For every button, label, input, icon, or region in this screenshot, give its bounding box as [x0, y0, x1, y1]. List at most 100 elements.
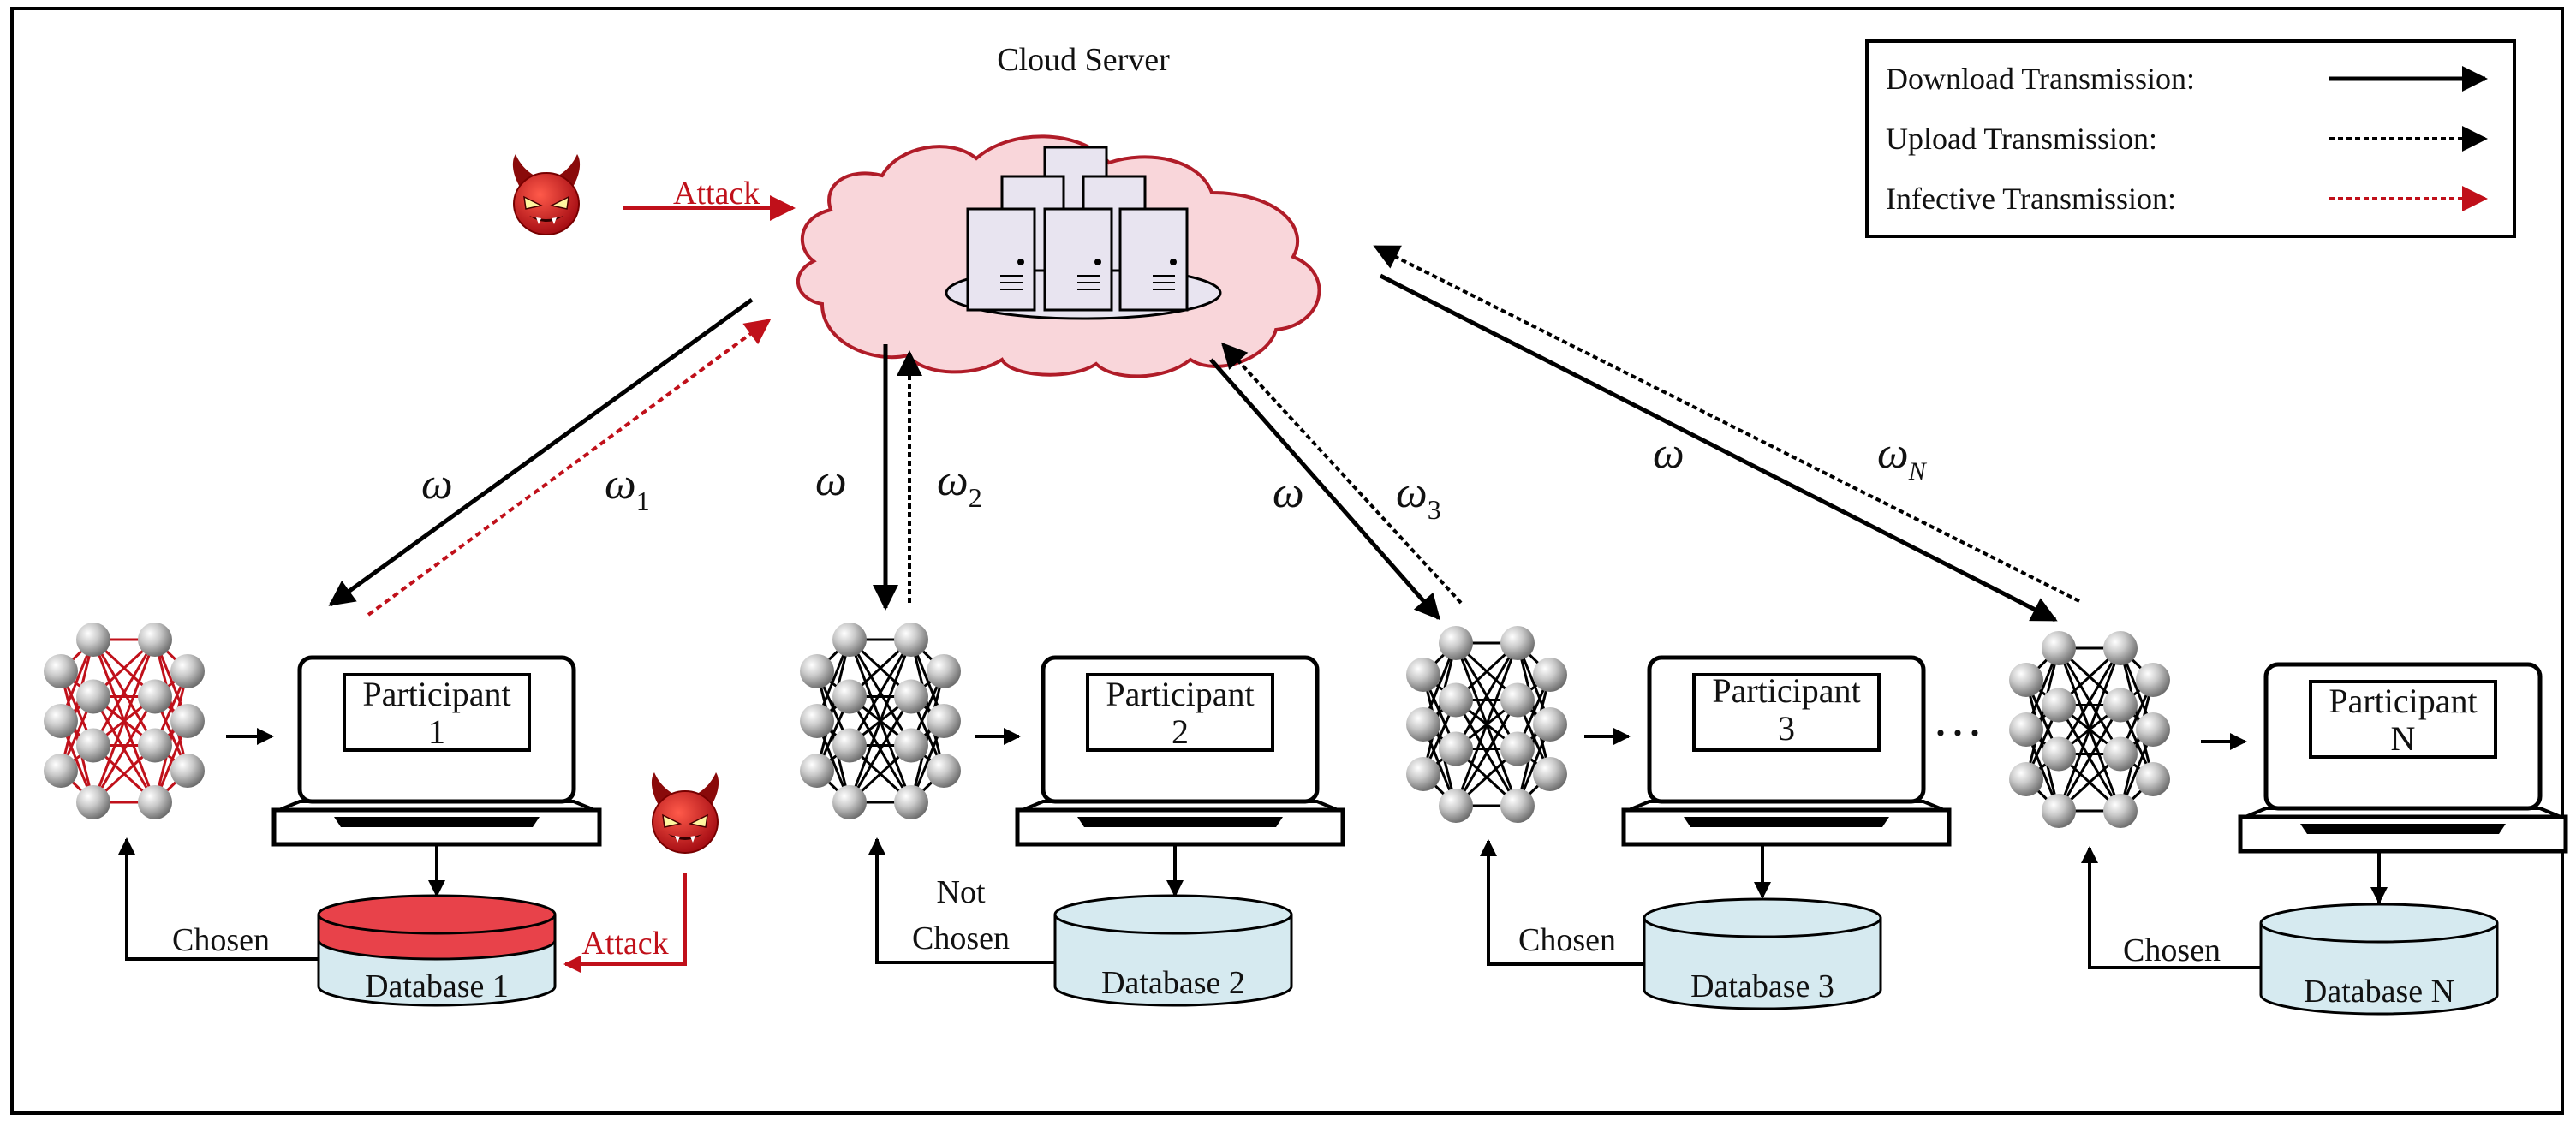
nn-node [1439, 626, 1473, 660]
nn-node [1533, 658, 1567, 692]
nn-node [2103, 631, 2138, 665]
nn-node [2042, 794, 2076, 828]
server-rack-3 [1118, 207, 1189, 312]
chosen-arrow-N [2081, 846, 2261, 969]
nn-node [1439, 731, 1473, 766]
nn-node [832, 623, 867, 657]
nn-node [2103, 688, 2138, 723]
nn-node [44, 754, 78, 788]
upload-arrow-p3 [1220, 342, 1463, 605]
nn-node [138, 623, 172, 657]
nn-node [832, 785, 867, 819]
legend-upload-label: Upload Transmission: [1886, 122, 2157, 156]
nn-node [800, 754, 834, 788]
nn-edge [848, 639, 913, 747]
nn-node [832, 679, 867, 714]
nn-edge [815, 639, 851, 772]
nn-edge [92, 639, 157, 747]
nn-node [1533, 707, 1567, 742]
nn-node [2136, 712, 2170, 747]
nn-edge [92, 639, 157, 803]
attack-label-database: Attack [581, 926, 668, 962]
database-1-label: Database 1 [365, 968, 509, 1004]
status-2-line2: Chosen [912, 920, 1010, 956]
nn-node [1406, 707, 1440, 742]
nn-node [76, 623, 110, 657]
upload-arrow-pN [1373, 245, 2080, 603]
nn-node [894, 728, 928, 763]
database-3-label: Database 3 [1690, 968, 1834, 1004]
nn-node [2103, 736, 2138, 772]
participant-3-number: 3 [1778, 709, 1795, 748]
nn-node [138, 785, 172, 819]
legend-infective-label: Infective Transmission: [1886, 182, 2176, 216]
server-rack-2 [1043, 207, 1113, 312]
neural-network-2 [800, 623, 961, 819]
participant-N-label: Participant [2329, 682, 2477, 720]
participant-2-label: Participant [1106, 675, 1254, 713]
nn-edge [153, 670, 189, 803]
nn-node [1500, 682, 1535, 718]
nn-edge [2057, 647, 2122, 755]
nn-edge [2024, 647, 2060, 780]
status-2-line1: Not [937, 874, 986, 910]
participant-N-number: N [2391, 719, 2416, 758]
cloud-server [796, 134, 1321, 378]
nn-node [927, 754, 961, 788]
nn-edge [848, 695, 913, 803]
nn-node [2136, 762, 2170, 796]
nn-node [76, 785, 110, 819]
nn-edge [1422, 642, 1458, 775]
nn-edge [1454, 642, 1519, 807]
nn-node [800, 704, 834, 738]
status-N-label: Chosen [2123, 932, 2221, 968]
nn-edge [2119, 679, 2155, 812]
weight-w3: ω3 [1396, 468, 1441, 525]
nn-edge [2024, 679, 2060, 812]
nn-node [1406, 757, 1440, 791]
nn-edge [59, 670, 95, 803]
nn-node [170, 704, 205, 738]
nn-node [170, 754, 205, 788]
participant-3-label: Participant [1712, 671, 1860, 710]
cloud-server-label: Cloud Server [997, 42, 1170, 78]
nn-edge [1516, 642, 1552, 775]
nn-node [894, 623, 928, 657]
server-rack-1 [966, 207, 1036, 312]
nn-node [800, 654, 834, 688]
participant-2-number: 2 [1172, 712, 1189, 751]
weight-w2: ω2 [937, 456, 982, 513]
nn-edge [1516, 674, 1552, 807]
infective-upload-arrow-p1 [367, 319, 772, 617]
nn-edge [1454, 699, 1519, 807]
nn-node [2009, 762, 2043, 796]
nn-node [2009, 712, 2043, 747]
nn-node [1439, 682, 1473, 718]
neural-network-N [2009, 631, 2170, 828]
nn-node [1500, 789, 1535, 823]
nn-edge [153, 639, 189, 772]
status-1-label: Chosen [172, 922, 270, 958]
download-arrow-p1 [328, 297, 754, 607]
nn-node [138, 679, 172, 714]
nn-node [894, 785, 928, 819]
database-1 [317, 894, 557, 1007]
database-N [2259, 903, 2499, 1016]
status-3-label: Chosen [1518, 922, 1616, 958]
nn-edge [59, 639, 95, 772]
neural-network-1 [44, 623, 205, 819]
database-N-label: Database N [2304, 974, 2454, 1010]
chosen-arrow-1 [118, 837, 319, 961]
not-chosen-arrow-2 [868, 837, 1055, 964]
nn-edge [815, 670, 851, 803]
download-arrow-pN [1379, 273, 2058, 623]
nn-node [2103, 794, 2138, 828]
attack-label-cloud: Attack [673, 176, 760, 211]
nn-edge [2057, 704, 2122, 812]
nn-node [927, 654, 961, 688]
weight-global-p1: ω [421, 460, 453, 509]
legend-download-label: Download Transmission: [1886, 62, 2195, 96]
nn-node [832, 728, 867, 763]
nn-node [1439, 789, 1473, 823]
